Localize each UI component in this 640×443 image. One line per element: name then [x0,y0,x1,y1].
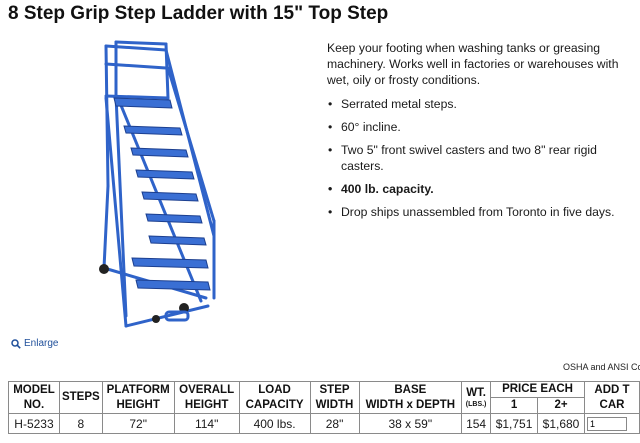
cell-load: 400 lbs. [238,413,311,434]
enlarge-link[interactable]: Enlarge [11,338,58,349]
product-description: Keep your footing when washing tanks or … [327,40,640,88]
cell-base: 38 x 59" [358,413,463,434]
description-line: wet, oily or frosty conditions. [327,73,481,87]
cell-overall: 114" [173,413,240,434]
product-image[interactable] [96,36,316,336]
header-weight: WT.(LBS.) [461,381,492,414]
feature-list: Serrated metal steps. 60° incline. Two 5… [327,96,614,227]
cell-add-to-cart [583,413,640,434]
header-price-2: 2+ [537,397,585,414]
feature-item: Drop ships unassembled from Toronto in f… [327,204,614,220]
cell-platform: 72" [101,413,175,434]
feature-item: 60° incline. [327,119,614,135]
description-line: Keep your footing when washing tanks or … [327,41,601,55]
cell-model: H-5233 [8,413,60,434]
header-price-each: PRICE EACH [490,381,585,398]
cell-price-2: $1,680 [537,413,585,434]
header-price-1: 1 [490,397,539,414]
product-title: 8 Step Grip Step Ladder with 15" Top Ste… [8,3,389,24]
feature-item: Two 5" front swivel casters and two 8" r… [327,142,614,174]
quantity-input[interactable] [586,417,627,431]
header-steps: STEPS [58,381,103,414]
cell-steps: 8 [58,413,103,434]
feature-item: 400 lb. capacity. [327,181,614,197]
enlarge-label: Enlarge [24,338,59,349]
magnifier-icon [11,338,21,349]
cell-step-width: 28" [309,413,360,434]
cell-price-1: $1,751 [490,413,539,434]
description-line: machinery. Works well in factories or wa… [327,57,619,71]
ladder-illustration [99,40,216,328]
cell-weight: 154 [461,413,492,434]
feature-item: Serrated metal steps. [327,96,614,112]
compliance-note: OSHA and ANSI Com [563,362,640,372]
table-row: H-5233 8 72" 114" 400 lbs. 28" 38 x 59" … [8,413,640,434]
